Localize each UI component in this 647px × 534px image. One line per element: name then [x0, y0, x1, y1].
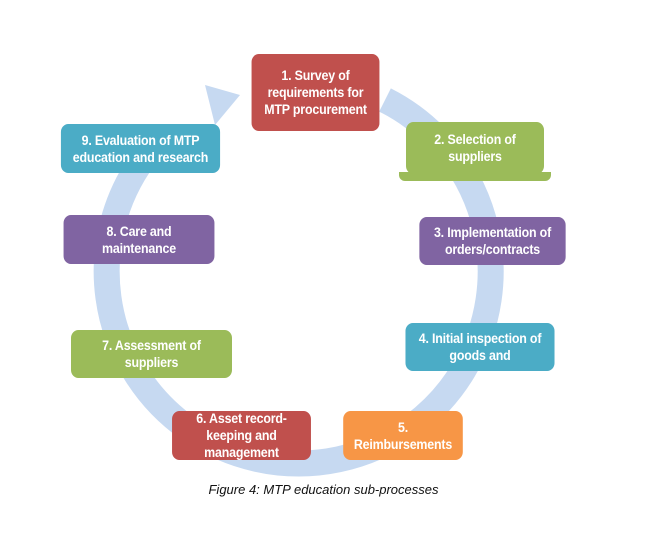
step-3-implementation: 3. Implementation of orders/contracts: [419, 217, 566, 265]
arrowhead: [205, 85, 240, 125]
step-5-reimbursements: 5. Reimbursements: [343, 411, 463, 460]
step-1-survey: 1. Survey of requirements for MTP procur…: [251, 54, 380, 131]
figure-caption: Figure 4: MTP education sub-processes: [208, 482, 439, 497]
step-6-asset-record-keeping: 6. Asset record-keeping and management: [172, 411, 311, 460]
ring-arc: [93, 88, 504, 477]
step-8-care: 8. Care and maintenance: [63, 215, 215, 264]
step-7-assessment: 7. Assessment of suppliers: [71, 330, 232, 378]
step-4-inspection: 4. Initial inspection of goods and: [405, 323, 555, 371]
step-9-evaluation: 9. Evaluation of MTP education and resea…: [60, 124, 221, 173]
step-2-selection: 2. Selection of suppliers: [406, 122, 544, 174]
